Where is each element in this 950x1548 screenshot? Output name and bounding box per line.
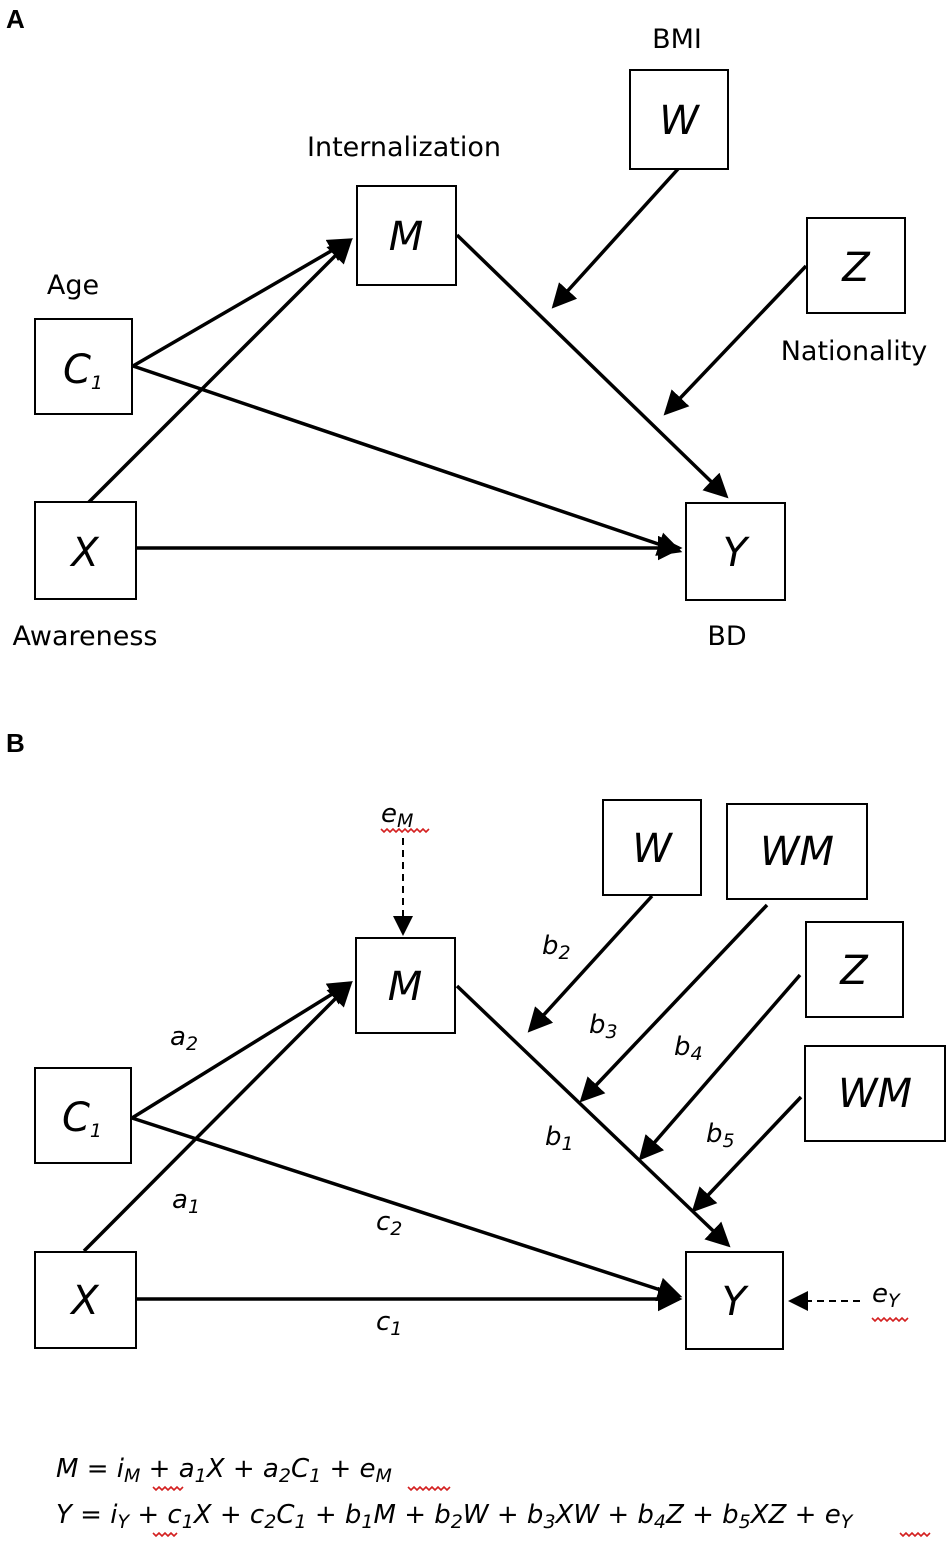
node-c1-symbol: C1 bbox=[63, 347, 103, 394]
equation-y: Y = iY + c1X + c2C1 + b1M + b2W + b3XW +… bbox=[56, 1500, 854, 1533]
path-label-b3: b3 bbox=[589, 1010, 618, 1043]
node-m: M bbox=[356, 185, 457, 286]
node-y: Y bbox=[685, 502, 786, 601]
node-x: X bbox=[34, 501, 137, 600]
node-m-symbol: M bbox=[389, 214, 424, 260]
edge-b-x-to-m bbox=[82, 981, 353, 1253]
spellcheck-underline bbox=[152, 1485, 184, 1492]
node-b-wm1-symbol: WM bbox=[760, 829, 834, 875]
spellcheck-underline bbox=[380, 827, 430, 834]
edge-b-c1-to-y bbox=[131, 1116, 683, 1302]
edge-w-moderator bbox=[551, 167, 680, 309]
panel-b-letter: B bbox=[6, 728, 25, 758]
node-b-x: X bbox=[34, 1251, 137, 1349]
path-label-b4: b4 bbox=[674, 1032, 703, 1065]
spellcheck-underline bbox=[899, 1531, 931, 1538]
edge-c1-to-m bbox=[132, 238, 354, 368]
path-label-b5: b5 bbox=[706, 1119, 735, 1152]
node-b-z: Z bbox=[805, 921, 904, 1018]
path-label-c2: c2 bbox=[376, 1207, 402, 1240]
node-y-symbol: Y bbox=[723, 530, 751, 576]
path-label-c1: c1 bbox=[376, 1307, 402, 1340]
node-b-z-symbol: Z bbox=[839, 948, 869, 994]
spellcheck-underline bbox=[152, 1531, 178, 1538]
node-b-wm2-symbol: WM bbox=[838, 1071, 912, 1117]
path-label-b1: b1 bbox=[545, 1122, 574, 1155]
spellcheck-underline bbox=[871, 1316, 909, 1323]
node-c1-label: Age bbox=[47, 270, 99, 301]
node-b-wm1: WM bbox=[726, 803, 868, 900]
error-ey-label: eY bbox=[872, 1279, 901, 1312]
edge-z-moderator bbox=[663, 264, 808, 416]
error-ey: eY bbox=[871, 1279, 909, 1323]
edge-b-z-moderator bbox=[638, 973, 802, 1161]
node-w: W bbox=[629, 69, 729, 170]
node-m-label: Internalization bbox=[307, 132, 501, 163]
error-em: eM bbox=[380, 799, 430, 834]
edge-b-w-moderator bbox=[527, 894, 654, 1033]
node-x-symbol: X bbox=[69, 530, 100, 576]
node-x-label: Awareness bbox=[13, 621, 158, 652]
edge-c1-to-y bbox=[132, 364, 683, 556]
node-z: Z bbox=[806, 217, 906, 314]
node-b-y-symbol: Y bbox=[722, 1279, 750, 1325]
equation-m: M = iM + a1X + a2C1 + eM bbox=[56, 1454, 392, 1487]
path-label-b2: b2 bbox=[542, 931, 571, 964]
path-label-a1: a1 bbox=[172, 1185, 200, 1218]
node-w-symbol: W bbox=[659, 98, 700, 144]
node-b-w-symbol: W bbox=[632, 826, 673, 872]
panel-a-letter: A bbox=[6, 4, 25, 34]
edge-b-wm2-moderator bbox=[691, 1095, 803, 1213]
path-label-a2: a2 bbox=[170, 1022, 198, 1055]
node-b-c1: C1 bbox=[34, 1067, 132, 1164]
edge-b-c1-to-m bbox=[131, 981, 353, 1120]
panel-a: A M Internalization W BMI Z Nationality … bbox=[6, 4, 927, 652]
node-b-m-symbol: M bbox=[388, 964, 423, 1010]
node-b-x-symbol: X bbox=[69, 1278, 100, 1324]
node-b-c1-symbol: C1 bbox=[62, 1095, 102, 1142]
node-w-label: BMI bbox=[652, 24, 702, 55]
edge-x-to-m bbox=[84, 238, 353, 507]
panel-b: B eM eY a2 a1 c2 c1 b1 b2 b3 b4 b5 bbox=[6, 728, 946, 1350]
edge-b-m-to-y bbox=[455, 984, 731, 1248]
node-z-label: Nationality bbox=[781, 336, 928, 367]
node-b-w: W bbox=[602, 799, 702, 896]
edge-m-to-y bbox=[455, 233, 729, 499]
node-y-label: BD bbox=[707, 621, 746, 652]
spellcheck-underline bbox=[407, 1485, 451, 1492]
edge-b-wm1-moderator bbox=[579, 903, 769, 1103]
node-b-m: M bbox=[355, 937, 456, 1034]
error-em-label: eM bbox=[381, 799, 413, 832]
equations: M = iM + a1X + a2C1 + eM Y = iY + c1X + … bbox=[56, 1454, 931, 1538]
node-c1: C1 bbox=[34, 318, 133, 415]
node-z-symbol: Z bbox=[841, 245, 871, 291]
node-b-y: Y bbox=[685, 1251, 784, 1350]
node-b-wm2: WM bbox=[804, 1045, 946, 1142]
